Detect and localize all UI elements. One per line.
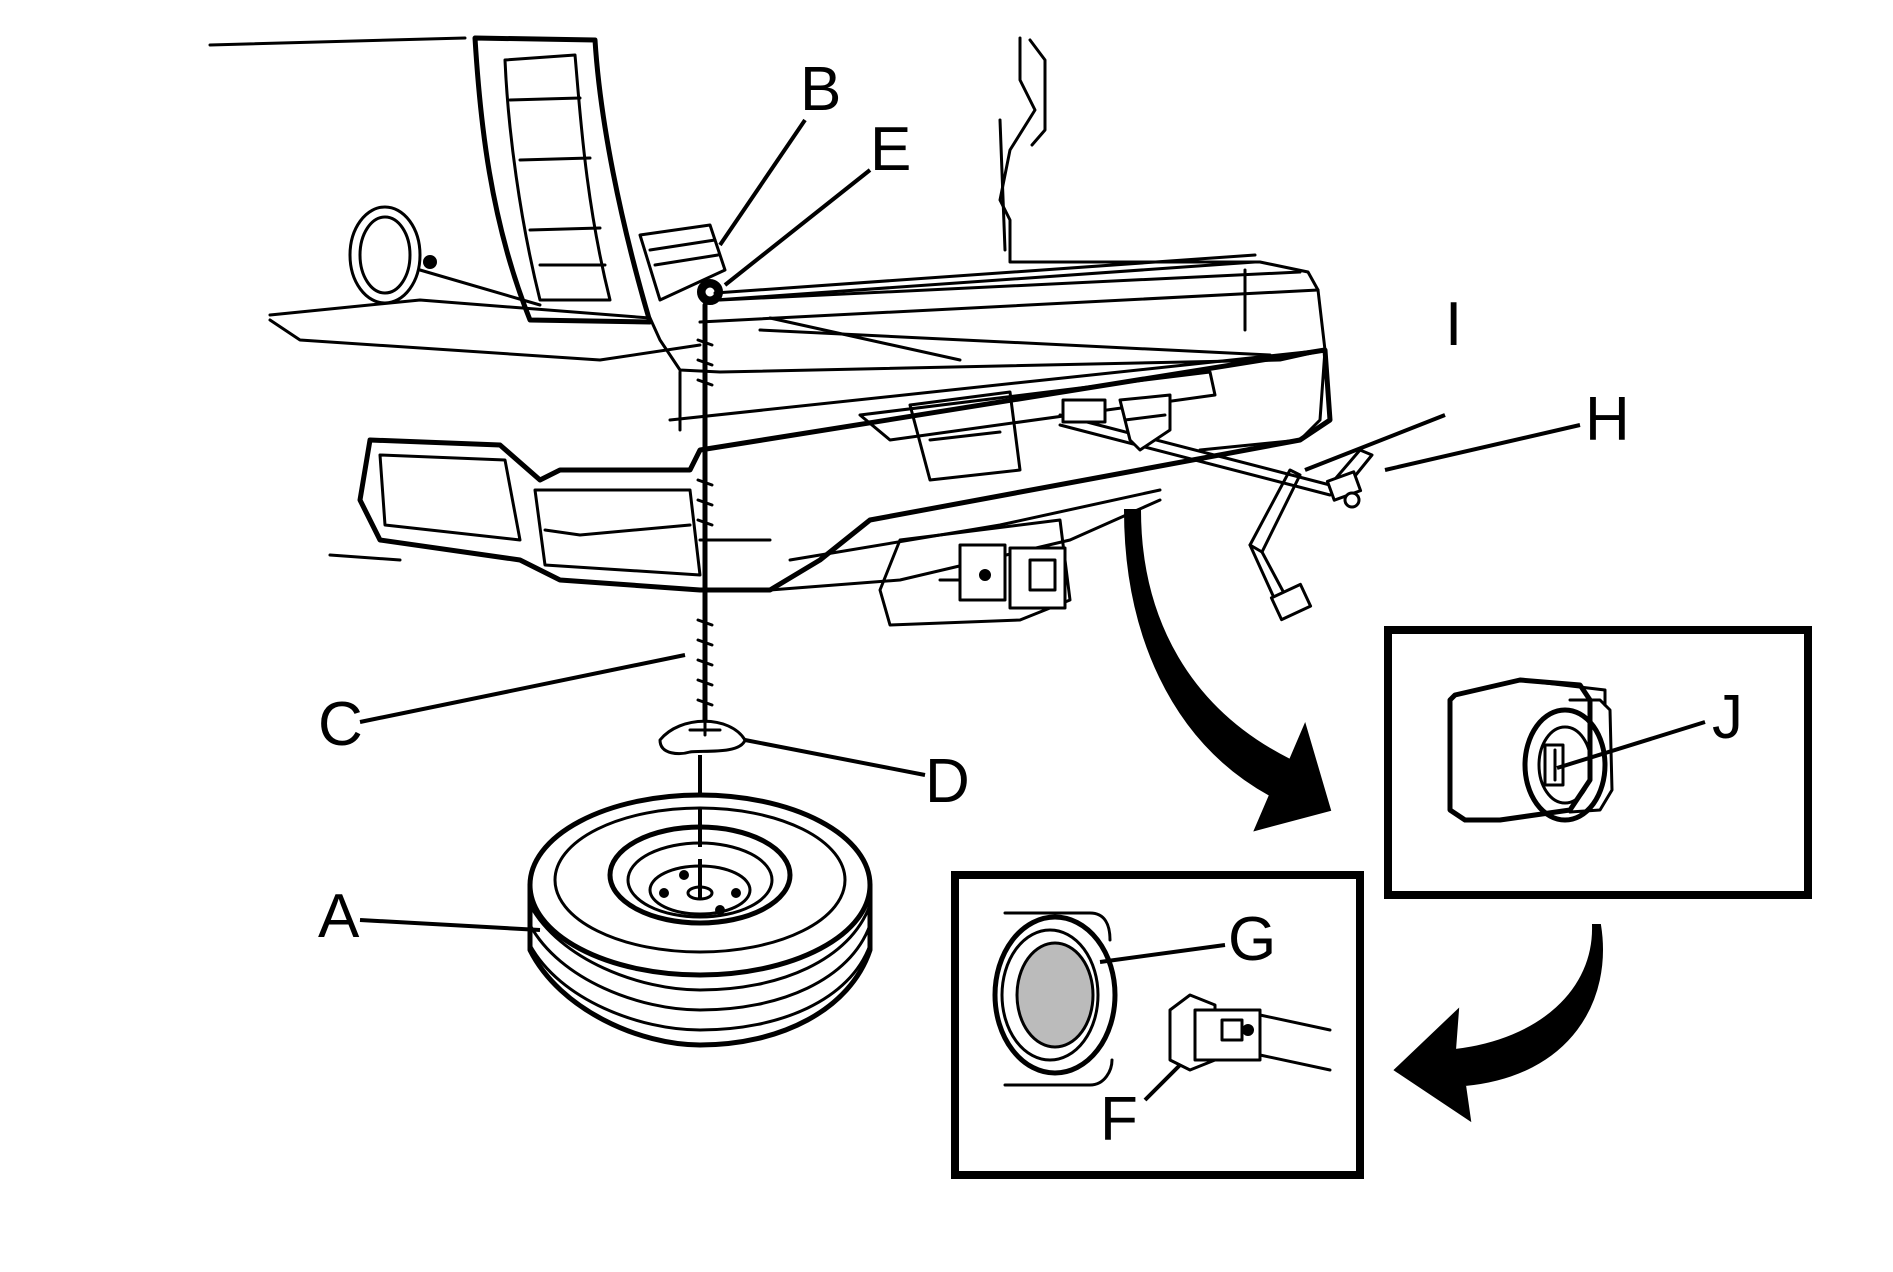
callout-b: B — [800, 55, 841, 124]
leader-lines — [359, 118, 1706, 1102]
tire-retainer — [658, 718, 747, 755]
callout-e: E — [870, 115, 911, 184]
curved-arrow-1 — [1123, 509, 1332, 832]
callout-g: G — [1228, 905, 1276, 974]
callout-f: F — [1100, 1085, 1138, 1154]
truck-rear-body — [208, 36, 1327, 452]
jack-handle-assembly — [1058, 393, 1374, 622]
callout-j: J — [1712, 683, 1743, 752]
trailer-hitch — [878, 518, 1072, 627]
side-mirror — [348, 205, 542, 307]
callout-d: D — [925, 747, 970, 816]
spare-tire — [527, 755, 873, 1048]
rear-bumper — [328, 347, 1333, 593]
tail-lamp — [472, 35, 653, 325]
curved-arrow-2 — [1393, 924, 1603, 1123]
inset-panel-gf — [951, 871, 1364, 1179]
callout-c: C — [318, 690, 363, 759]
hoist-assembly — [638, 223, 1257, 723]
callout-h: H — [1585, 385, 1630, 454]
inset-panel-j — [1384, 626, 1812, 899]
callout-i: I — [1445, 290, 1462, 359]
callout-labels: A B C D E F G H I J — [318, 55, 1743, 1154]
callout-a: A — [318, 882, 360, 951]
